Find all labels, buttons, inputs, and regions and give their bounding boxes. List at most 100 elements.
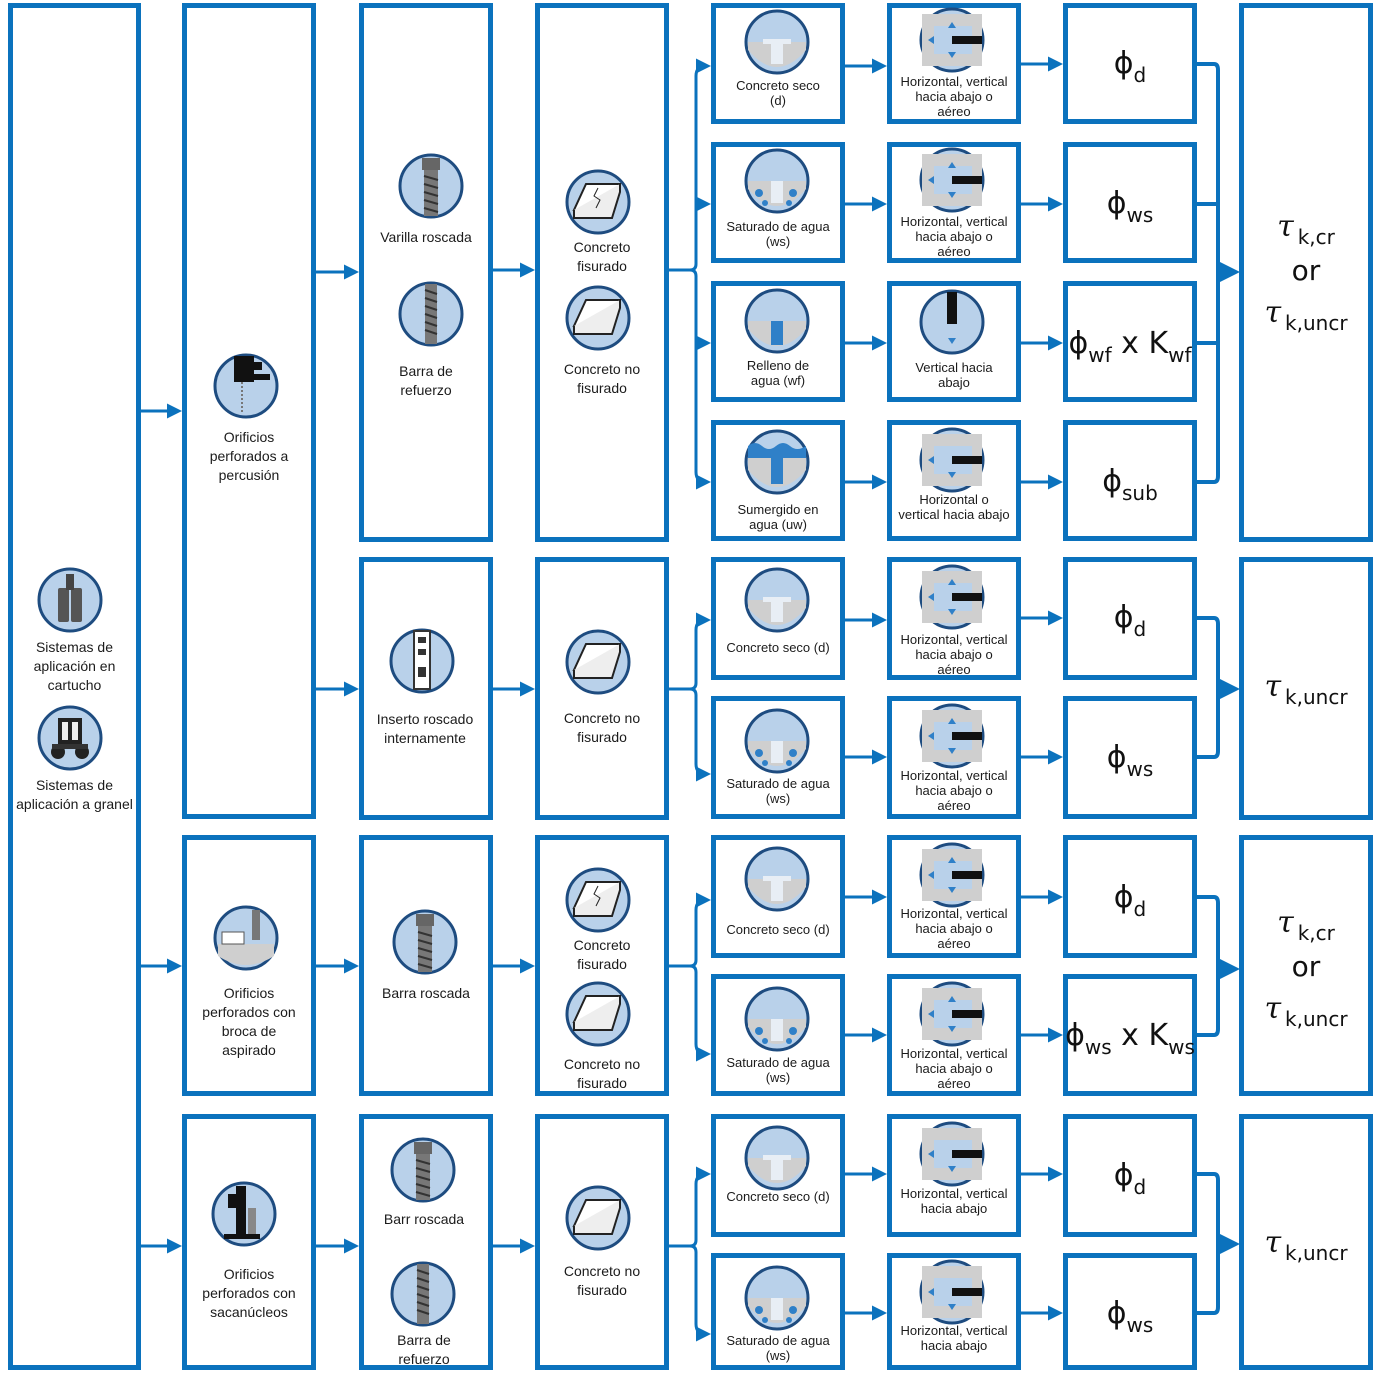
submerged-icon [744,429,810,495]
factor-phi-d: ϕd [1113,46,1147,87]
water-saturated-icon [744,708,810,774]
dry-concrete-icon [744,9,810,75]
orientation-label: Horizontal, vertical hacia abajo o aéreo [900,768,1008,813]
water-saturated-icon [744,986,810,1052]
dry-concrete-icon [744,1125,810,1191]
cartridge-systems-label: Sistemas de aplicación en cartucho [33,639,116,693]
uncracked-concrete-label: Concreto no fisurado [563,1263,641,1298]
cracked-concrete-icon [565,867,631,933]
core-drilled-label: Orificios perforados con sacanúcleos [202,1266,296,1320]
hollow-drilled-label: Orificios perforados con broca de aspira… [202,985,296,1058]
factor-phi-d: ϕd [1113,600,1147,641]
factor-box [1063,1114,1197,1237]
connector [689,687,711,782]
uncracked-concrete-label: Concreto no fisurado [563,1056,641,1091]
merge-connector [1197,616,1220,759]
dry-concrete-icon [744,846,810,912]
factor-box [1063,835,1197,958]
uncracked-concrete-label: Concreto no fisurado [563,710,641,745]
result-box-g2 [1239,557,1373,820]
orientation-label: Horizontal, vertical hacia abajo [900,1186,1008,1216]
uncracked-concrete-icon [565,1185,631,1251]
merge-connector [1197,202,1218,345]
concrete-box-g3 [535,835,669,1096]
threaded-rod-icon [390,1137,456,1203]
vacuum-drill-icon [213,905,279,971]
factor-box [1063,281,1197,402]
water-filled-label: Relleno de agua (wf) [746,358,810,388]
connector [669,1166,711,1248]
factor-phi-sub: ϕsub [1102,464,1158,505]
horizontal-down-icon [919,1121,985,1187]
uncracked-concrete-icon [565,285,631,351]
threaded-rod-icon [398,153,464,219]
factor-phi-ws: ϕws [1106,1296,1154,1337]
dry-concrete-icon [744,567,810,633]
dry-concrete-label: Concreto seco (d) [726,922,830,937]
factor-box [1063,1253,1197,1370]
factor-box [1063,557,1197,680]
factor-phi-wf-kwf: ϕwf x Kwf [1068,326,1192,367]
factor-phi-ws-kws: ϕws x Kws [1065,1018,1195,1059]
orientation-label: Horizontal, vertical hacia abajo o aéreo [900,214,1008,259]
merge-connector [1197,895,1220,1037]
water-filled-icon [744,288,810,354]
orientation-label: Horizontal, vertical hacia abajo o aéreo [900,74,1008,119]
cartridge-icon [37,567,103,633]
connector [689,268,711,490]
water-saturated-icon [744,1265,810,1331]
concrete-box-g2 [535,557,669,820]
core-drill-icon [211,1181,277,1247]
uncracked-concrete-icon [565,629,631,695]
dry-concrete-label: Concreto seco (d) [726,640,830,655]
threaded-insert-icon [389,628,455,694]
rebar-label: Barra de refuerzo [397,1332,451,1367]
orientation-label: Horizontal, vertical hacia abajo [900,1323,1008,1353]
dry-concrete-label: Concreto seco (d) [726,1189,830,1204]
concrete-box-g1 [535,3,669,542]
orientation-all-icon [919,703,985,769]
uncracked-concrete-label: Concreto no fisurado [563,361,641,396]
orientation-label: Horizontal, vertical hacia abajo o aéreo [900,1046,1008,1091]
rebar-icon [390,1261,456,1327]
submerged-label: Sumergido en agua (uw) [737,502,819,532]
water-saturated-label: Saturado de agua (ws) [726,1055,830,1085]
orientation-label: Horizontal, vertical hacia abajo o aéreo [900,632,1008,677]
cracked-concrete-label: Concreto fisurado [573,937,631,972]
element-box-g1 [359,3,493,542]
orientation-label: Vertical hacia abajo [915,360,993,390]
vertical-down-icon [919,289,985,355]
factor-box [1063,696,1197,819]
horizontal-down-icon [919,427,985,493]
orientation-all-icon [919,564,985,630]
threaded-rod-label: Varilla roscada [380,229,472,245]
water-saturated-icon [744,148,810,214]
hammer-drill-icon [213,353,279,419]
factor-phi-d: ϕd [1113,880,1147,921]
water-saturated-label: Saturado de agua (ws) [726,1333,830,1363]
merge-connector [1197,62,1220,484]
hammer-drilled-label: Orificios perforados a percusión [209,429,289,483]
connector [669,58,711,272]
connector [669,612,711,691]
water-saturated-label: Saturado de agua (ws) [726,219,830,249]
connector [689,964,711,1062]
orientation-all-icon [919,981,985,1047]
orientation-all-icon [919,842,985,908]
orientation-all-icon [919,147,985,213]
result-box-g4 [1239,1114,1373,1370]
factor-box [1063,142,1197,263]
threaded-bar-label: Barra roscada [382,985,470,1001]
factor-phi-ws: ϕws [1106,186,1154,227]
factor-box [1063,420,1197,541]
water-saturated-label: Saturado de agua (ws) [726,776,830,806]
orientation-all-icon [919,7,985,73]
horizontal-down-icon [919,1259,985,1325]
connector [689,1244,711,1342]
